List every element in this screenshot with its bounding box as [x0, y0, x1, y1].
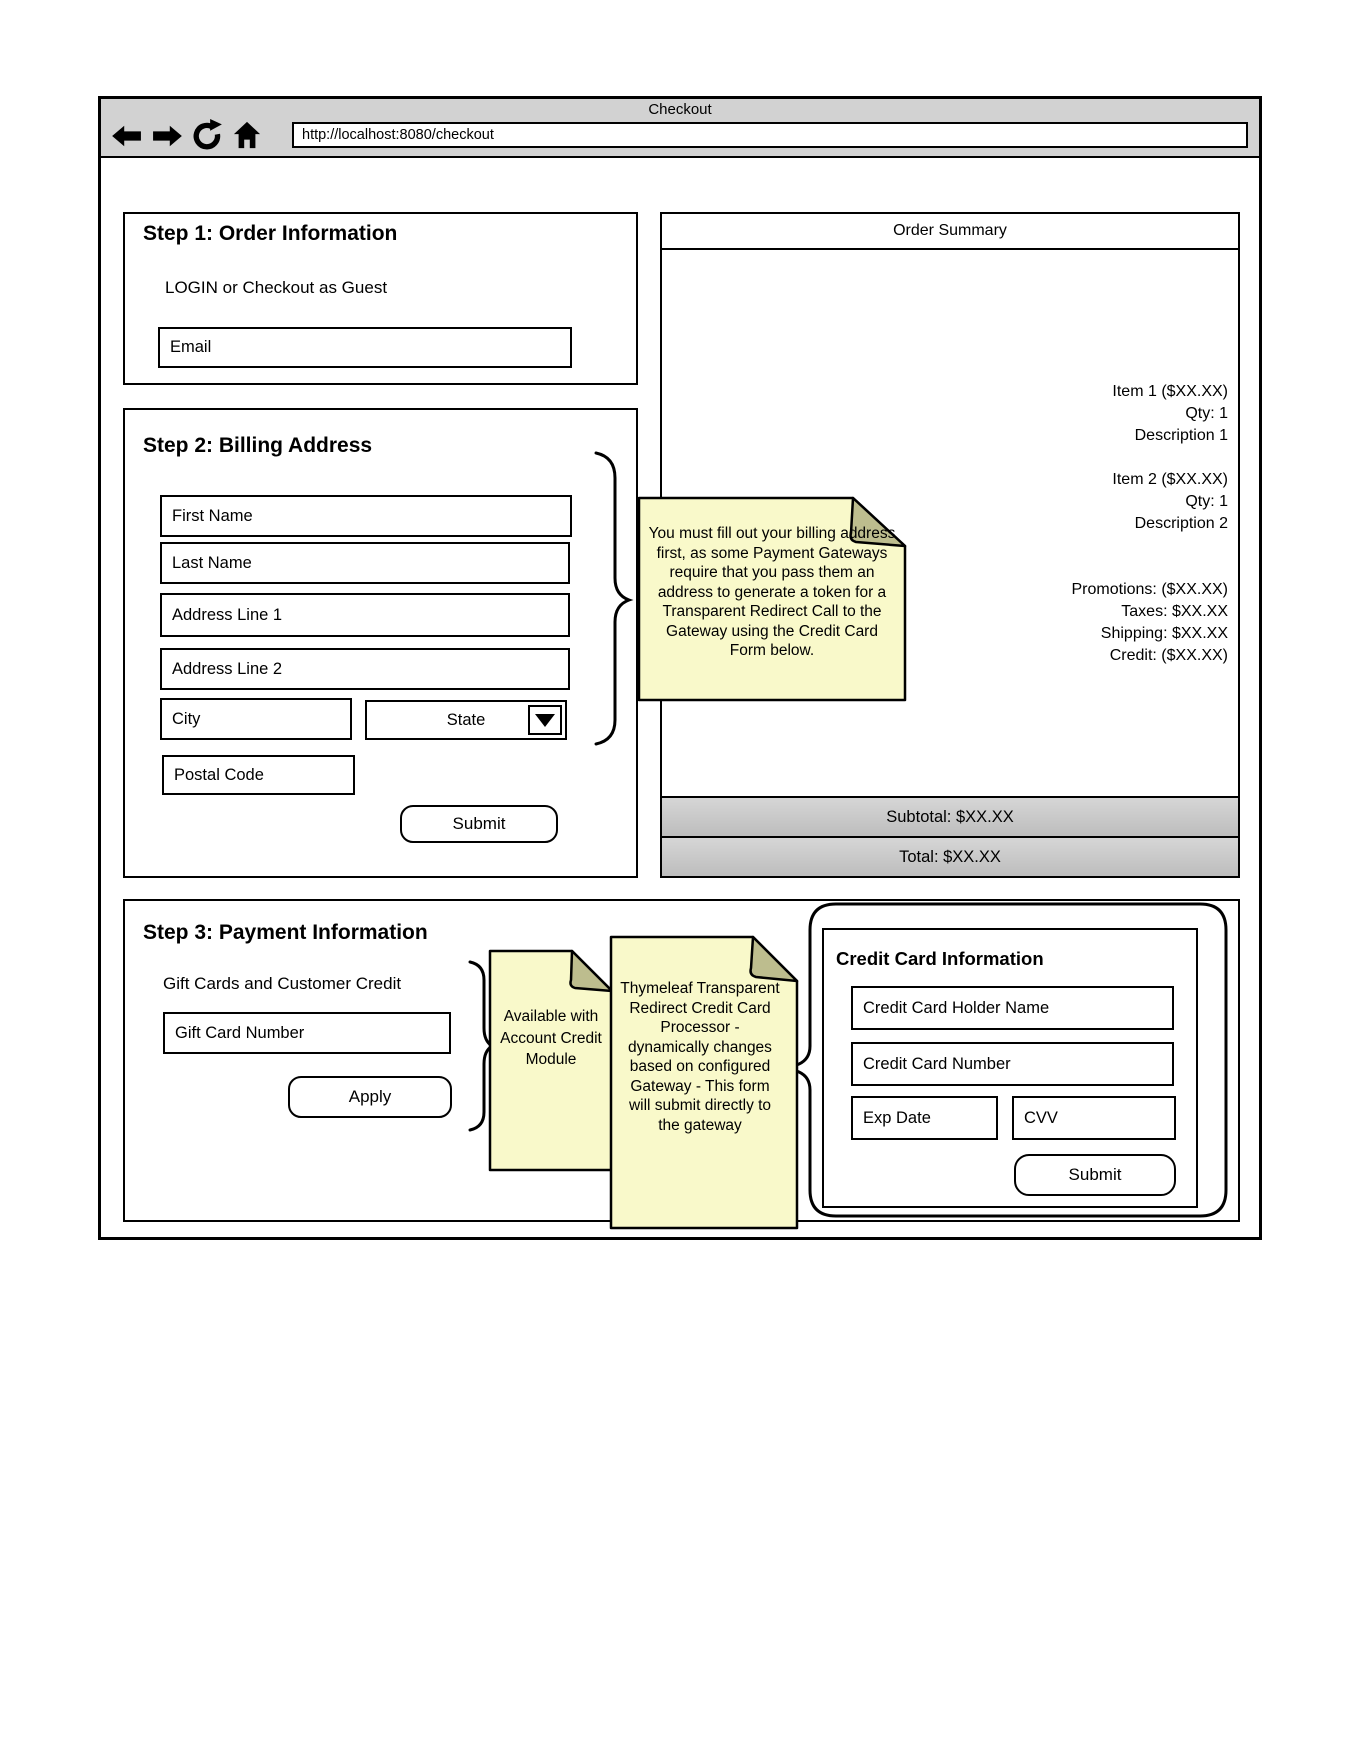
item-description: Description 2 [1134, 515, 1228, 532]
item-name: Item 2 ($XX.XX) [1112, 471, 1228, 488]
login-or-guest-label: LOGIN or Checkout as Guest [165, 278, 388, 297]
step1-title: Step 1: Order Information [143, 222, 398, 245]
address-line-1-field[interactable] [160, 593, 570, 637]
city-field[interactable] [160, 698, 352, 740]
gateway-note-text: Thymeleaf Transparent Redirect Credit Ca… [620, 980, 780, 1134]
shipping-line: Shipping: $XX.XX [1100, 625, 1228, 642]
refresh-icon[interactable] [192, 119, 224, 151]
credit-card-title: Credit Card Information [836, 948, 1044, 969]
first-name-field[interactable] [160, 495, 572, 537]
item-name: Item 1 ($XX.XX) [1112, 383, 1228, 400]
order-summary-title: Order Summary [660, 212, 1240, 250]
step2-title: Step 2: Billing Address [143, 434, 373, 457]
gift-cards-label: Gift Cards and Customer Credit [163, 974, 402, 993]
total-row: Total: $XX.XX [662, 836, 1238, 876]
taxes-line: Taxes: $XX.XX [1121, 603, 1228, 620]
cvv-field[interactable] [1012, 1096, 1176, 1140]
credit-line: Credit: ($XX.XX) [1109, 647, 1228, 664]
gift-card-number-field[interactable] [163, 1012, 451, 1054]
home-icon[interactable] [232, 121, 262, 149]
state-dropdown-label: State [446, 710, 486, 729]
window-title: Checkout [648, 101, 712, 118]
card-holder-name-field[interactable] [851, 986, 1174, 1030]
state-dropdown[interactable]: State [365, 700, 567, 740]
item-qty: Qty: 1 [1185, 493, 1228, 510]
back-icon[interactable] [112, 123, 142, 149]
account-credit-note-text: Available with Account Credit Module [500, 1008, 602, 1068]
last-name-field[interactable] [160, 542, 570, 584]
state-dropdown-button[interactable] [528, 705, 562, 735]
subtotal-row: Subtotal: $XX.XX [662, 796, 1238, 836]
billing-submit-button[interactable]: Submit [400, 805, 558, 843]
url-input[interactable] [292, 122, 1248, 148]
card-number-field[interactable] [851, 1042, 1174, 1086]
item-description: Description 1 [1134, 427, 1228, 444]
promotions-line: Promotions: ($XX.XX) [1071, 581, 1229, 598]
email-field[interactable] [158, 327, 572, 368]
postal-code-field[interactable] [162, 755, 355, 795]
step3-title: Step 3: Payment Information [143, 921, 428, 944]
spacer [800, 447, 1228, 469]
payment-submit-button[interactable]: Submit [1014, 1154, 1176, 1196]
billing-note-text: You must fill out your billing address f… [648, 525, 896, 659]
item-qty: Qty: 1 [1185, 405, 1228, 422]
exp-date-field[interactable] [851, 1096, 998, 1140]
order-summary-lines: Item 1 ($XX.XX) Qty: 1 Description 1 Ite… [800, 381, 1229, 667]
forward-icon[interactable] [152, 123, 182, 149]
apply-gift-card-button[interactable]: Apply [288, 1076, 452, 1118]
step2-panel [123, 408, 638, 878]
address-line-2-field[interactable] [160, 648, 570, 690]
chevron-down-icon [535, 713, 555, 727]
